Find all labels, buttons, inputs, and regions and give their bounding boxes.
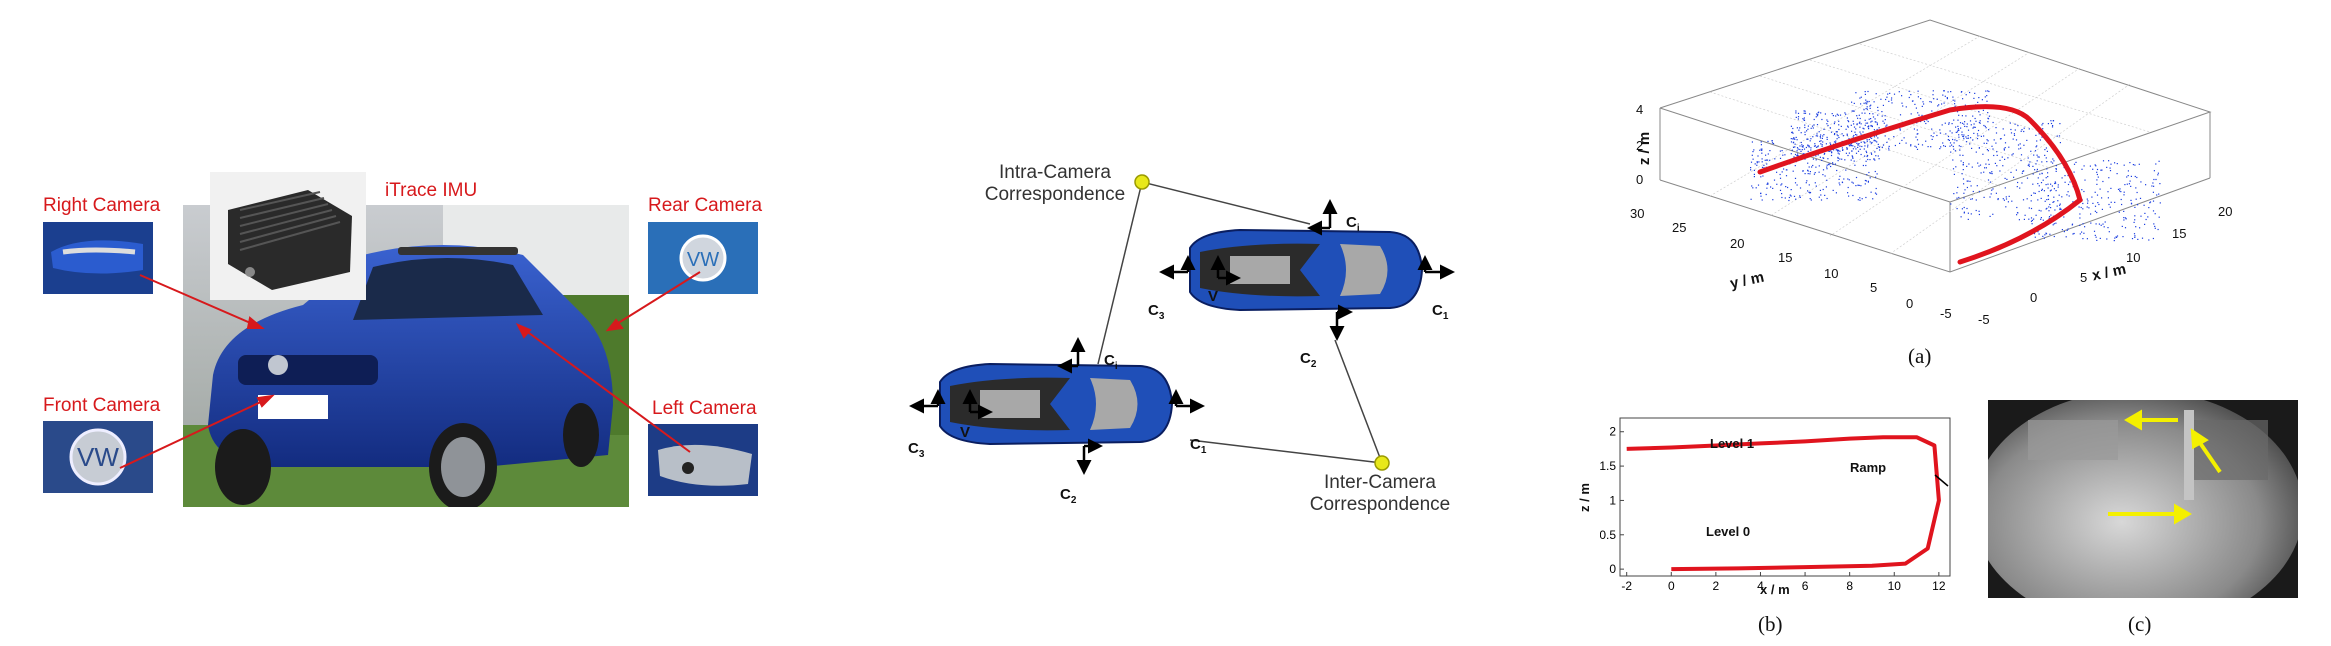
upper-cam-c3: C3 [1148, 302, 1165, 322]
x-tick-label: 12 [1932, 579, 1946, 593]
x-tick-label: 10 [1888, 579, 1902, 593]
plot-a-xtick: 0 [2030, 290, 2038, 305]
plot-a-xtick: -5 [1978, 312, 1990, 327]
trajectory-3d [1757, 104, 2083, 265]
ramp-label: Ramp [1850, 460, 1887, 475]
inter-node [1374, 455, 1390, 471]
y-tick-label: 0.5 [1600, 528, 1616, 542]
plot-a-xtick: 15 [2172, 226, 2187, 241]
lower-cam-c1: C1 [1190, 436, 1207, 456]
intra-label-line2: Correspondence [984, 184, 1126, 205]
right-camera-pointer [139, 274, 256, 326]
lower-car [939, 362, 1174, 446]
right-camera-label: Right Camera [43, 195, 161, 216]
front-camera-pointer [119, 399, 266, 469]
pointer-lines [119, 271, 701, 469]
inter-label-line1: Inter-Camera [1324, 472, 1436, 493]
left-camera-pointer [524, 329, 691, 453]
intra-line-upper [1141, 181, 1311, 225]
upper-cam-ci: Ci [1346, 214, 1360, 234]
trajectory-chart: -2 0 2 4 6 8 10 12 2 1.5 1 0.5 0 [1600, 417, 1951, 593]
intra-label-line1: Intra-Camera [999, 162, 1111, 183]
rear-camera-photo: VW [648, 222, 758, 294]
intra-line-lower [1097, 181, 1143, 365]
plot-a-ytick: 0 [1906, 296, 1914, 311]
imu-photo [210, 172, 366, 300]
x-tick-label: -2 [1621, 579, 1632, 593]
intra-node [1134, 174, 1150, 190]
plot-a-ytick: 25 [1672, 220, 1687, 235]
point-cloud [1750, 90, 2161, 242]
inter-camera-label: Inter-Camera Correspondence [1300, 472, 1460, 516]
plot-a-ytick: 10 [1824, 266, 1839, 281]
lower-cam-c2: C2 [1060, 486, 1077, 506]
upper-vehicle-frame: V [1208, 288, 1219, 305]
right-camera-photo [43, 222, 153, 294]
caption-a: (a) [1908, 344, 1932, 368]
upper-car [1189, 228, 1424, 312]
plot-a-xtick: 10 [2126, 250, 2141, 265]
lower-vehicle-frame: V [960, 424, 971, 441]
left-camera-photo [648, 424, 758, 496]
upper-cam-c1: C1 [1432, 302, 1449, 322]
x-tick-label: 6 [1802, 579, 1809, 593]
y-tick-label: 2 [1609, 425, 1616, 439]
upper-cam-c2: C2 [1300, 350, 1317, 370]
camera-frame-image [1988, 400, 2298, 598]
rear-camera-label: Rear Camera [648, 195, 763, 216]
plot-a-ytick: -5 [1940, 306, 1952, 321]
left-camera-label: Left Camera [652, 398, 757, 419]
plot-b-xlabel: x / m [1760, 582, 1790, 597]
inter-line-lower [1189, 439, 1383, 464]
itrace-imu-label: iTrace IMU [385, 180, 478, 201]
plot-a-ytick: 15 [1778, 250, 1793, 265]
caption-c: (c) [2128, 612, 2152, 636]
x-tick-label: 4 [1757, 579, 1764, 593]
front-camera-label: Front Camera [43, 395, 161, 416]
point-cloud-plot [1659, 19, 2212, 273]
svg-text:VW: VW [687, 249, 719, 271]
x-tick-label: 8 [1846, 579, 1853, 593]
y-tick-label: 0 [1609, 562, 1616, 576]
caption-b: (b) [1758, 612, 1783, 636]
plot-a-ytick: 30 [1630, 206, 1645, 221]
ramp-arrow [1934, 474, 1949, 487]
plot-a-xtick: 5 [2080, 270, 2088, 285]
rear-camera-pointer [614, 271, 701, 326]
plot-a-xtick: 20 [2218, 204, 2233, 219]
x-tick-label: 0 [1668, 579, 1675, 593]
plot-a-ztick: 0 [1636, 172, 1644, 187]
intra-camera-label: Intra-Camera Correspondence [980, 162, 1130, 206]
plot-a-ytick: 20 [1730, 236, 1745, 251]
inter-label-line2: Correspondence [1309, 494, 1451, 515]
x-tick-label: 2 [1713, 579, 1720, 593]
level0-label: Level 0 [1706, 524, 1751, 539]
front-camera-photo: VW [43, 421, 153, 493]
y-tick-label: 1 [1609, 493, 1616, 507]
plot-a-ztick: 2 [1636, 138, 1644, 153]
plot-a-ztick: 4 [1636, 102, 1644, 117]
plot-a-ytick: 5 [1870, 280, 1878, 295]
level1-label: Level 1 [1710, 436, 1755, 451]
lower-cam-ci: Ci [1104, 352, 1118, 372]
y-tick-label: 1.5 [1600, 459, 1616, 473]
correspondence-diagram [909, 174, 1455, 475]
chart-frame [1619, 417, 1951, 577]
trajectory-line [1626, 435, 1941, 572]
car-photo [183, 205, 629, 507]
svg-text:VW: VW [77, 442, 119, 472]
motion-arrows [2108, 409, 2222, 525]
inter-line-upper [1334, 339, 1383, 464]
plot-b-ylabel: z / m [1576, 483, 1592, 512]
lower-cam-c3: C3 [908, 440, 925, 460]
